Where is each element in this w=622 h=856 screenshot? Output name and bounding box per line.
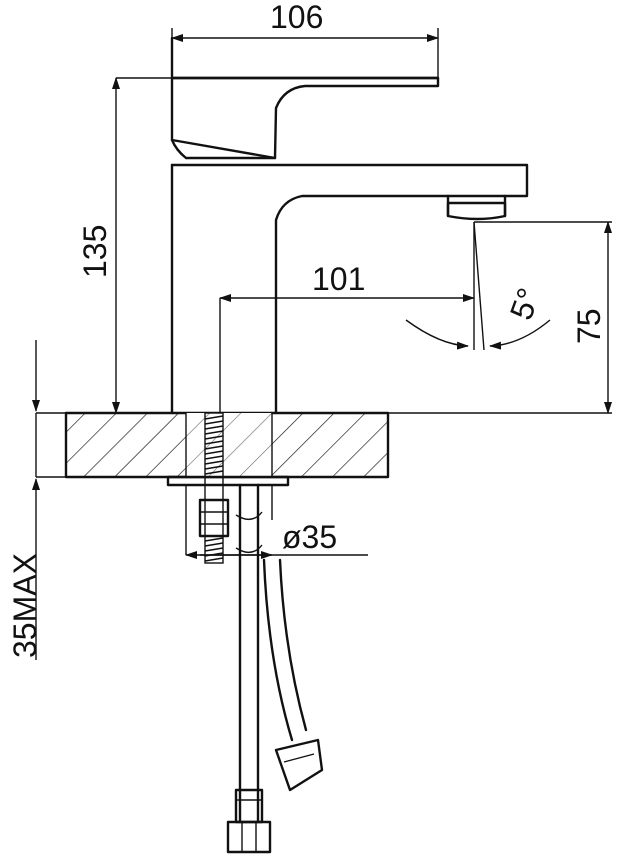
dimension-75-label: 75	[571, 308, 607, 344]
dimension-75: 75	[388, 221, 612, 414]
dimension-deck-thickness-label: 35MAX	[7, 553, 43, 658]
countertop-section	[35, 411, 390, 479]
faucet-body	[170, 36, 529, 415]
mounting-plate	[166, 475, 290, 555]
dimension-angle: 5°	[405, 221, 551, 351]
dimension-hole-diameter-label: ø35	[282, 519, 337, 555]
thread-line	[204, 542, 224, 547]
dimension-101-label: 101	[312, 261, 365, 297]
thread-line	[204, 460, 224, 465]
thread-line	[204, 470, 224, 475]
thread-line	[204, 420, 224, 425]
dimension-101: 101	[219, 261, 475, 413]
dimension-angle-label: 5°	[503, 283, 547, 324]
supply-hoses	[226, 483, 324, 854]
thread-line	[204, 557, 224, 562]
dimension-135: 135	[77, 77, 172, 414]
thread-line	[204, 430, 224, 435]
dimension-106: 106	[171, 0, 439, 78]
thread-line	[204, 445, 224, 450]
thread-line	[204, 440, 224, 445]
dimension-deck-thickness: 35MAX	[7, 340, 43, 660]
thread-line	[204, 435, 224, 440]
thread-line	[204, 547, 224, 552]
thread-line	[204, 465, 224, 470]
thread-line	[204, 415, 224, 420]
threaded-stud	[198, 412, 230, 564]
thread-line	[204, 455, 224, 460]
dimension-106-label: 106	[270, 0, 323, 35]
dimension-135-label: 135	[77, 225, 113, 278]
thread-line	[204, 425, 224, 430]
thread-line	[204, 450, 224, 455]
dimension-hole-diameter: ø35	[185, 519, 368, 559]
thread-line	[204, 537, 224, 542]
